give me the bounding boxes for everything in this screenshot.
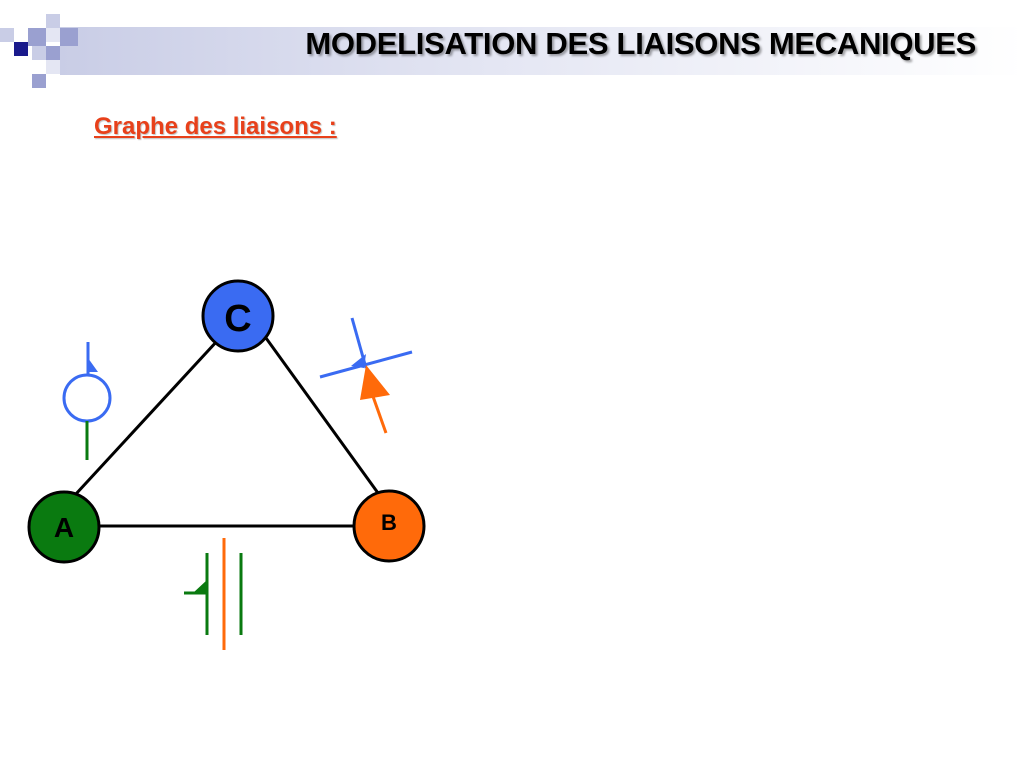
logo-squares-icon <box>0 14 78 88</box>
node-b: B <box>352 489 426 563</box>
ball-joint-symbol-icon <box>62 342 112 460</box>
edge-c-b <box>264 337 380 494</box>
planar-contact-symbol-icon <box>184 538 243 650</box>
slide-title: MODELISATION DES LIAISONS MECANIQUES <box>305 26 976 61</box>
node-c-label: C <box>224 298 251 340</box>
node-a: A <box>27 490 101 564</box>
slide-pivot-symbol-icon <box>319 317 413 434</box>
node-b-label: B <box>381 510 397 535</box>
node-a-label: A <box>54 512 74 543</box>
edge-a-c <box>73 338 220 497</box>
header-bar: MODELISATION DES LIAISONS MECANIQUES <box>0 0 1024 88</box>
node-c: C <box>201 279 275 353</box>
header-gradient <box>60 27 1024 75</box>
section-heading: Graphe des liaisons : <box>94 113 337 140</box>
